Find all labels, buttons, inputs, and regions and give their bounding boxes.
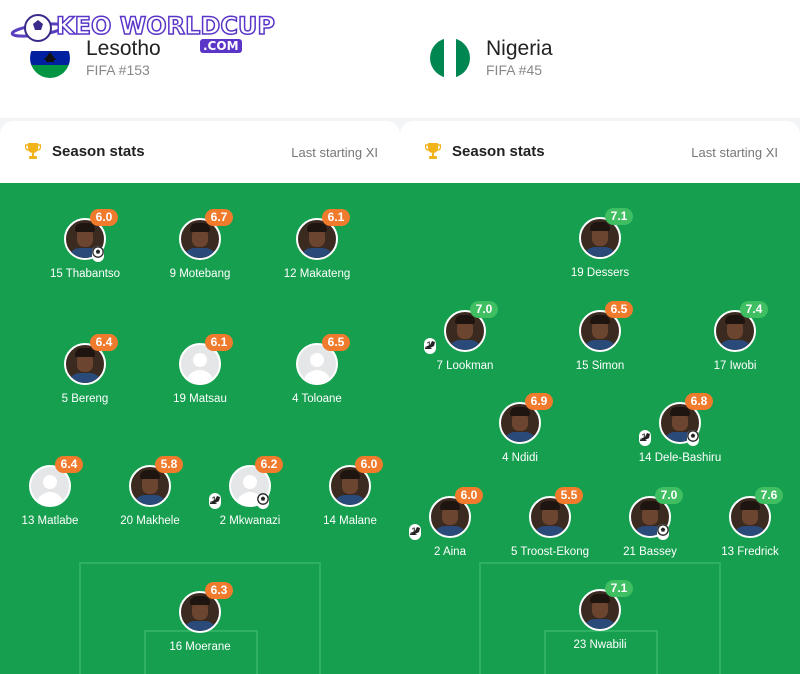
goals-badge: 1 bbox=[92, 246, 105, 262]
team-header: Nigeria FIFA #45 bbox=[400, 0, 800, 118]
player-name: 9 Motebang bbox=[169, 268, 231, 280]
player-name: 4 Ndidi bbox=[502, 452, 538, 464]
goals-badge: 1 bbox=[257, 493, 270, 509]
player-rating: 7.0 bbox=[470, 301, 498, 318]
player-name: 15 Simon bbox=[575, 360, 625, 372]
player-name: 19 Matsau bbox=[173, 393, 227, 405]
player-name: 23 Nwabili bbox=[573, 639, 627, 651]
player-name: 5 Bereng bbox=[61, 393, 109, 405]
season-stats-card: Season stats Last starting XI 7.1 19 Dess… bbox=[400, 121, 800, 674]
team-name: Nigeria bbox=[486, 37, 553, 60]
nigeria-flag-icon bbox=[430, 38, 470, 78]
soccer-ball-icon bbox=[10, 14, 66, 42]
assists-badge: 1 bbox=[209, 493, 222, 509]
assists-badge: 1 bbox=[424, 338, 437, 354]
player-rating: 5.8 bbox=[155, 456, 183, 473]
player-rating: 6.0 bbox=[90, 209, 118, 226]
watermark-logo: KEO WORLDCUP .COM bbox=[8, 8, 276, 56]
player-rating: 6.5 bbox=[605, 301, 633, 318]
pitch: 6.0 1 15 Thabantso 6.7 9 Motebang 6.1 12 Makat… bbox=[0, 183, 400, 674]
player-avatar bbox=[29, 465, 71, 507]
team-header: Lesotho FIFA #153 bbox=[0, 0, 400, 118]
player-avatar bbox=[529, 496, 571, 538]
player-name: 13 Matlabe bbox=[21, 515, 79, 527]
card-header: Season stats Last starting XI bbox=[400, 121, 800, 183]
season-stats-card: Season stats Last starting XI 6.0 1 15 Tha… bbox=[0, 121, 400, 674]
player-name: 13 Fredrick bbox=[721, 546, 779, 558]
goals-badge: 1 bbox=[657, 524, 670, 540]
player-name: 19 Dessers bbox=[570, 267, 630, 279]
player-rating: 6.1 bbox=[322, 209, 350, 226]
player-rating: 7.1 bbox=[605, 580, 633, 597]
team-panel-lesotho: Lesotho FIFA #153 Season stats Last star… bbox=[0, 0, 400, 674]
player-avatar bbox=[64, 343, 106, 385]
team-panel-nigeria: Nigeria FIFA #45 Season stats Last start… bbox=[400, 0, 800, 674]
watermark-text: KEO WORLDCUP bbox=[55, 11, 276, 41]
player-rating: 7.1 bbox=[605, 208, 633, 225]
player-rating: 7.4 bbox=[740, 301, 768, 318]
player-name: 7 Lookman bbox=[436, 360, 494, 372]
fifa-rank: FIFA #45 bbox=[486, 62, 543, 78]
player-avatar bbox=[579, 217, 621, 259]
assists-badge: 1 bbox=[409, 524, 422, 540]
player-rating: 6.5 bbox=[322, 334, 350, 351]
player-name: 2 Aina bbox=[434, 546, 466, 558]
player-rating: 6.8 bbox=[685, 393, 713, 410]
last-starting-xi-label[interactable]: Last starting XI bbox=[291, 145, 378, 160]
goals-badge: 1 bbox=[687, 430, 700, 446]
player-name: 4 Toloane bbox=[292, 393, 342, 405]
player-name: 16 Moerane bbox=[169, 641, 231, 653]
lesotho-flag-icon bbox=[30, 38, 70, 78]
player-rating: 6.2 bbox=[255, 456, 283, 473]
player-name: 15 Thabantso bbox=[49, 268, 121, 280]
player-rating: 6.7 bbox=[205, 209, 233, 226]
player-rating: 6.9 bbox=[525, 393, 553, 410]
player-name: 17 Iwobi bbox=[713, 360, 757, 372]
player-avatar bbox=[179, 343, 221, 385]
player-name: 20 Makhele bbox=[120, 515, 180, 527]
player-name: 14 Dele-Bashiru bbox=[638, 452, 722, 464]
player-name: 14 Malane bbox=[323, 515, 377, 527]
player-rating: 6.1 bbox=[205, 334, 233, 351]
last-starting-xi-label[interactable]: Last starting XI bbox=[691, 145, 778, 160]
player-rating: 7.6 bbox=[755, 487, 783, 504]
card-header: Season stats Last starting XI bbox=[0, 121, 400, 183]
player-name: 5 Troost-Ekong bbox=[511, 546, 589, 558]
player-name: 21 Bassey bbox=[623, 546, 677, 558]
player-name: 2 Mkwanazi bbox=[219, 515, 281, 527]
player-rating: 6.4 bbox=[90, 334, 118, 351]
team-name: Lesotho bbox=[86, 37, 161, 60]
player-rating: 6.4 bbox=[55, 456, 83, 473]
player-rating: 7.0 bbox=[655, 487, 683, 504]
player-avatar bbox=[329, 465, 371, 507]
pitch: 7.1 19 Dessers 7.0 1 7 Lookman 6.5 15 Simon 7.4… bbox=[400, 183, 800, 674]
player-avatar bbox=[296, 218, 338, 260]
season-stats-label: Season stats bbox=[52, 143, 145, 160]
pitch-lines bbox=[79, 562, 321, 674]
player-rating: 5.5 bbox=[555, 487, 583, 504]
player-rating: 6.0 bbox=[455, 487, 483, 504]
assists-badge: 1 bbox=[639, 430, 652, 446]
player-name: 12 Makateng bbox=[283, 268, 351, 280]
trophy-icon bbox=[425, 143, 441, 159]
trophy-icon bbox=[25, 143, 41, 159]
season-stats-label: Season stats bbox=[452, 143, 545, 160]
fifa-rank: FIFA #153 bbox=[86, 62, 150, 78]
player-rating: 6.3 bbox=[205, 582, 233, 599]
player-rating: 6.0 bbox=[355, 456, 383, 473]
watermark-domain: .COM bbox=[200, 39, 242, 53]
